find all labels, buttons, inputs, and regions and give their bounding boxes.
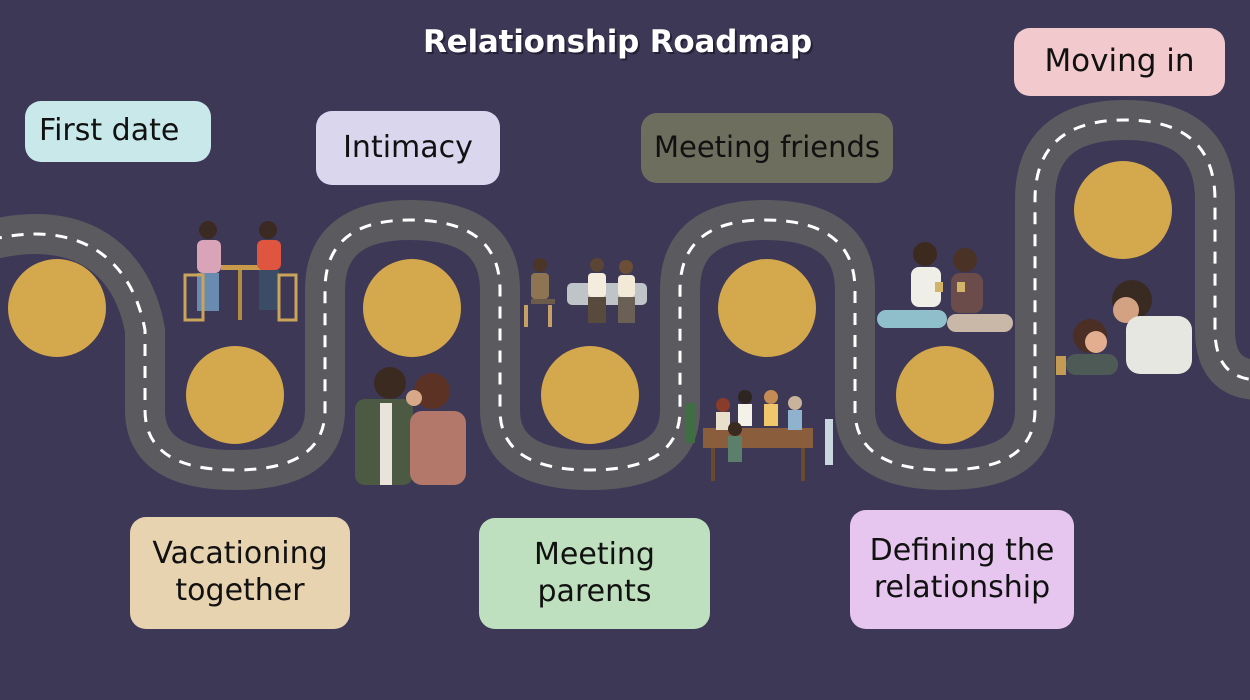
milestone-label-intimacy: Intimacy [316,111,500,185]
milestone-dot-moving-in [1074,161,1172,259]
couple-at-cafe-table-image [183,215,298,327]
milestone-text: Meeting parents [534,536,655,609]
milestone-dot-defining-the-relationship [896,346,994,444]
milestone-dot-meeting-parents [541,346,639,444]
milestone-text: Defining the relationship [869,532,1055,605]
couple-at-home-image [1056,280,1194,375]
couple-kissing-image [350,363,468,485]
milestone-label-meeting-parents: Meeting parents [479,518,710,629]
milestone-label-defining-the-relationship: Defining the relationship [850,510,1074,629]
milestone-dot-intimacy [363,259,461,357]
milestone-dot-meeting-friends [718,259,816,357]
milestone-text: Meeting friends [653,130,881,165]
milestone-label-first-date: First date [25,101,211,162]
milestone-text: Vacationing together [152,536,328,608]
road-center-line [0,118,1250,472]
milestone-text: Moving in [1044,43,1195,80]
milestone-label-meeting-friends: Meeting friends [641,113,893,183]
road [0,99,1250,491]
milestone-text: Intimacy [343,129,473,165]
friends-dinner-table-image [683,383,843,483]
page-title: Relationship Roadmap [422,24,813,60]
milestone-dots [8,161,1172,444]
milestone-label-vacationing-together: Vacationing together [130,517,350,629]
milestone-label-moving-in: Moving in [1014,28,1225,96]
couple-meeting-parents-image [522,255,648,330]
couple-sitting-with-mugs-image [875,240,1015,345]
milestone-dot-first-date [8,259,106,357]
milestone-dot-vacationing-together [186,346,284,444]
milestone-text: First date [39,113,180,149]
